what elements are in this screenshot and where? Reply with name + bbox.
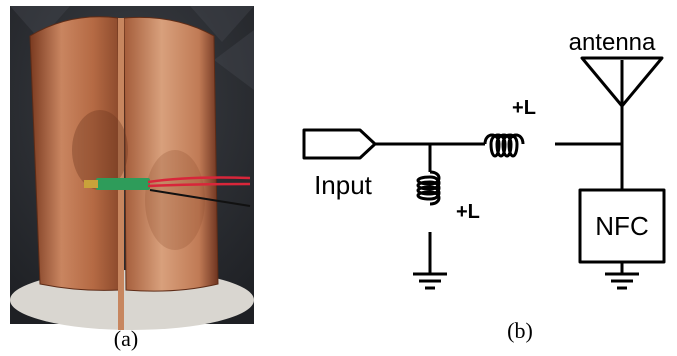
copper-sheet-right — [123, 16, 219, 292]
absorber-cones — [10, 6, 254, 90]
shunt-inductor-label: +L — [456, 201, 480, 223]
copper-patina — [72, 110, 128, 190]
input-label: Input — [314, 170, 373, 200]
antenna-symbol — [580, 56, 664, 108]
input-port-symbol — [302, 128, 377, 160]
shunt-inductor — [416, 170, 441, 206]
panel-a-caption: (a) — [114, 326, 138, 351]
black-wire — [149, 189, 251, 207]
series-inductor — [483, 133, 525, 158]
red-wire — [147, 176, 251, 184]
nfc-label: NFC — [595, 211, 648, 241]
panel-b-caption: (b) — [507, 318, 533, 343]
connector — [84, 180, 98, 188]
antenna-label: antenna — [569, 29, 656, 56]
series-inductor-label: +L — [512, 97, 536, 119]
copper-gap-strip — [118, 18, 124, 330]
red-wire — [147, 182, 251, 188]
photo-panel — [10, 6, 254, 330]
schematic-panel — [302, 56, 666, 290]
nfc-pcb — [96, 178, 150, 190]
copper-patina — [145, 150, 205, 250]
